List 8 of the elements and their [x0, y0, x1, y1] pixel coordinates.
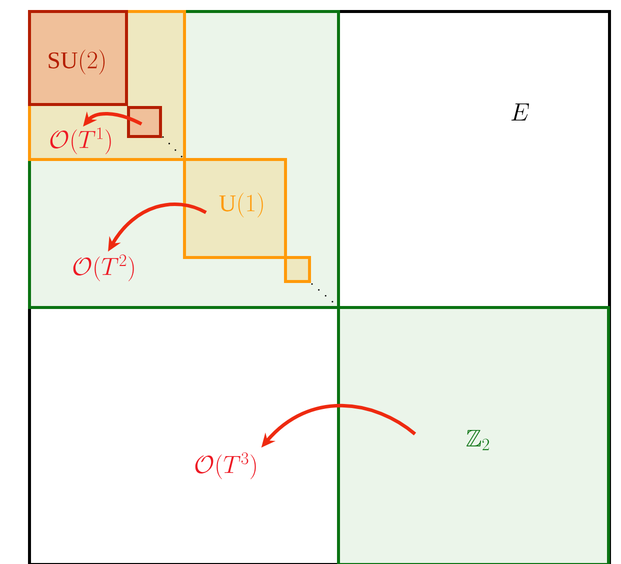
order-label: $\mathcal{O}(T^{1})$ — [50, 128, 111, 154]
block-box: $\mathrm{SU}(2)$ — [28, 10, 128, 106]
order-label: $\mathcal{O}(T^{2})$ — [73, 254, 134, 282]
block-box: $\mathrm{U}(1)$ — [183, 158, 287, 259]
block-box — [127, 106, 162, 138]
order-label: $\mathcal{O}(T^{3})$ — [195, 452, 256, 480]
block-box — [284, 256, 311, 283]
block-box: $\mathbb{Z}_{2}$ — [337, 306, 610, 564]
